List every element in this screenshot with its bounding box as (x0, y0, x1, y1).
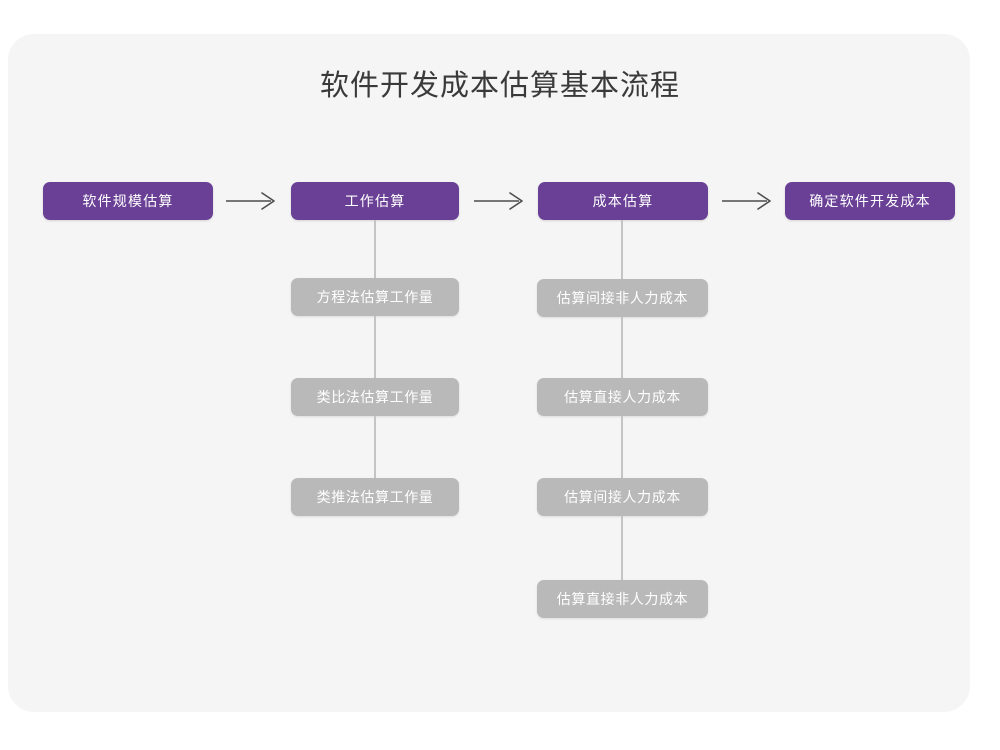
sub-box-branch2-4[interactable]: 估算直接非人力成本 (537, 580, 708, 618)
stage-box-4[interactable]: 确定软件开发成本 (785, 182, 955, 220)
connector-branch1-seg1 (374, 220, 376, 278)
stage-box-1[interactable]: 软件规模估算 (43, 182, 213, 220)
sub-box-branch1-1[interactable]: 方程法估算工作量 (291, 278, 459, 316)
flow-arrow-2 (472, 190, 528, 212)
sub-box-branch2-3[interactable]: 估算间接人力成本 (537, 478, 708, 516)
flow-arrow-1 (224, 190, 280, 212)
sub-box-branch2-2[interactable]: 估算直接人力成本 (537, 378, 708, 416)
page-title: 软件开发成本估算基本流程 (319, 70, 680, 102)
connector-branch2-seg3 (621, 416, 623, 478)
connector-branch1-seg3 (374, 416, 376, 478)
stage-box-2[interactable]: 工作估算 (291, 182, 459, 220)
diagram-card (8, 34, 970, 712)
connector-branch2-seg2 (621, 317, 623, 378)
connector-branch1-seg2 (374, 316, 376, 378)
sub-box-branch2-1[interactable]: 估算间接非人力成本 (537, 279, 708, 317)
connector-branch2-seg1 (621, 220, 623, 279)
flow-arrow-3 (720, 190, 776, 212)
connector-branch2-seg4 (621, 516, 623, 580)
stage-box-3[interactable]: 成本估算 (538, 182, 708, 220)
sub-box-branch1-2[interactable]: 类比法估算工作量 (291, 378, 459, 416)
sub-box-branch1-3[interactable]: 类推法估算工作量 (291, 478, 459, 516)
